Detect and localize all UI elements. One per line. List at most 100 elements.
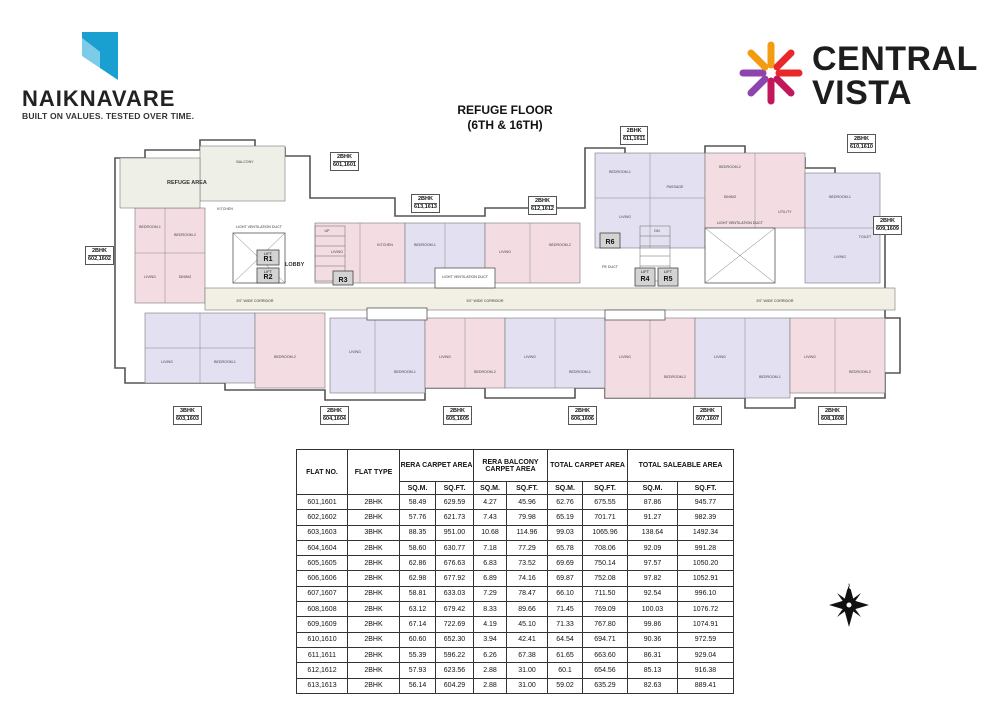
table-cell: 2BHK (347, 601, 400, 618)
table-cell: 929.04 (677, 646, 734, 664)
table-cell: 2.88 (473, 677, 507, 694)
table-cell: 55.39 (399, 646, 436, 664)
table-cell: 65.19 (547, 509, 583, 526)
room-label: DINING (724, 195, 737, 199)
room-label: BEDROOM-1 (139, 225, 161, 229)
room-label: LIVING (619, 215, 631, 219)
lift-r5-label: R5 (664, 276, 673, 283)
col-sqm: SQ.M. (547, 481, 583, 495)
table-cell: 596.22 (435, 646, 474, 664)
col-rera-carpet: RERA CARPET AREA (399, 449, 474, 482)
table-cell: 2BHK (347, 677, 400, 694)
table-cell: 69.69 (547, 555, 583, 572)
table-cell: 2BHK (347, 539, 400, 557)
area-table: FLAT NO. FLAT TYPE RERA CARPET AREA RERA… (296, 449, 734, 694)
table-cell: 65.78 (547, 539, 583, 557)
room-label: LIVING (714, 355, 726, 359)
table-cell: 1065.96 (582, 524, 628, 541)
room-label: LIVING (349, 350, 361, 354)
table-cell: 675.55 (582, 493, 628, 511)
north-arrow: N (825, 580, 873, 630)
table-cell: 58.49 (399, 493, 436, 511)
col-flat-no: FLAT NO. (296, 449, 348, 495)
table-cell: 6.83 (473, 555, 507, 572)
table-cell: 100.03 (627, 601, 678, 618)
lift-r2-label: R2 (264, 274, 273, 281)
table-cell: 711.50 (582, 585, 628, 603)
table-cell: 652.30 (435, 631, 474, 648)
table-cell: 4.19 (473, 616, 507, 633)
table-cell: 629.59 (435, 493, 474, 511)
table-cell: 982.39 (677, 509, 734, 526)
table-cell: 92.09 (627, 539, 678, 557)
table-cell: 62.76 (547, 493, 583, 511)
table-cell: 138.64 (627, 524, 678, 541)
lift-r1-caption: LIFT (264, 251, 273, 256)
lift-r4-caption: LIFT (641, 269, 650, 274)
table-cell: 45.96 (506, 493, 548, 511)
table-cell: 71.45 (547, 601, 583, 618)
col-total-saleable: TOTAL SALEABLE AREA (627, 449, 734, 482)
table-cell: 633.03 (435, 585, 474, 603)
table-cell: 2BHK (347, 585, 400, 603)
table-cell: 61.65 (547, 646, 583, 664)
col-sqft: SQ.FT. (677, 481, 734, 495)
plan-title-line1: REFUGE FLOOR (457, 103, 553, 117)
room-label: LIVING (161, 360, 173, 364)
room-label: LIVING (834, 255, 846, 259)
table-cell: 972.59 (677, 631, 734, 648)
room-label: LIVING (439, 355, 451, 359)
corridor-right-label: 5'0" WIDE CORRIDOR (757, 299, 794, 303)
room-label: BEDROOM-2 (664, 375, 686, 379)
table-cell: 3BHK (347, 524, 400, 541)
table-cell: 606,1606 (296, 570, 348, 587)
stair-dn-label: DN (654, 229, 660, 233)
room-label: BEDROOM-2 (474, 370, 496, 374)
room-label: TOILET (859, 235, 872, 239)
table-cell: 57.76 (399, 509, 436, 526)
table-cell: 79.98 (506, 509, 548, 526)
room-label: BEDROOM-2 (274, 355, 296, 359)
table-cell: 945.77 (677, 493, 734, 511)
refuge-area-label: REFUGE AREA (167, 180, 207, 186)
room-label: LIVING (499, 250, 511, 254)
table-cell: 612,1612 (296, 662, 348, 679)
table-cell: 7.29 (473, 585, 507, 603)
table-cell: 31.00 (506, 662, 548, 679)
table-cell: 608,1608 (296, 601, 348, 618)
central-vista-line2: VISTA (812, 74, 913, 112)
naiknavare-tagline: BUILT ON VALUES. TESTED OVER TIME. (22, 111, 195, 121)
table-cell: 57.93 (399, 662, 436, 679)
lift-r1-label: R1 (264, 256, 273, 263)
table-cell: 623.56 (435, 662, 474, 679)
room-label: BEDROOM-2 (549, 243, 571, 247)
room-label: BEDROOM-1 (609, 170, 631, 174)
central-vista-line1: CENTRAL (812, 40, 978, 78)
table-cell: 99.03 (547, 524, 583, 541)
table-cell: 60.60 (399, 631, 436, 648)
col-rera-balcony: RERA BALCONY CARPET AREA (473, 449, 548, 482)
room-label: LIVING (804, 355, 816, 359)
table-cell: 66.10 (547, 585, 583, 603)
table-cell: 603,1603 (296, 524, 348, 541)
table-cell: 604.29 (435, 677, 474, 694)
light-vent-left-label: LIGHT VENTILATION DUCT (236, 225, 283, 229)
lift-r3-label: R3 (339, 277, 348, 284)
table-cell: 62.86 (399, 555, 436, 572)
table-cell: 60.1 (547, 662, 583, 679)
table-cell: 1052.91 (677, 570, 734, 587)
table-cell: 769.09 (582, 601, 628, 618)
table-cell: 722.69 (435, 616, 474, 633)
table-cell: 2BHK (347, 570, 400, 587)
table-cell: 1492.34 (677, 524, 734, 541)
starburst-icon (739, 41, 803, 105)
